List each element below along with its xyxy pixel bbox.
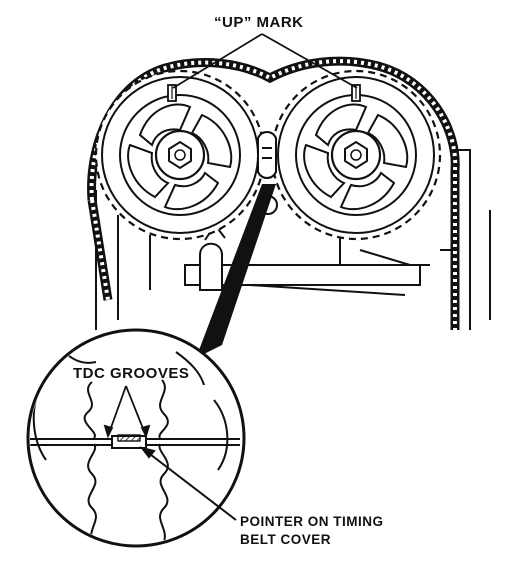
timing-pointer	[117, 434, 141, 442]
pointer-label-line1: POINTER ON TIMING	[240, 514, 384, 529]
tdc-grooves-label: TDC GROOVES	[73, 365, 190, 382]
magnified-detail	[26, 328, 246, 548]
up-mark-leaders	[172, 33, 358, 89]
magnifier-connector	[196, 184, 276, 358]
pointer-label-line2: BELT COVER	[240, 532, 332, 547]
left-camshaft-gear	[94, 69, 266, 241]
up-mark-label: “UP” MARK	[214, 14, 304, 31]
pointer-leader	[139, 446, 237, 521]
right-camshaft-gear	[270, 69, 442, 241]
tdc-grooves-leaders	[103, 385, 151, 439]
